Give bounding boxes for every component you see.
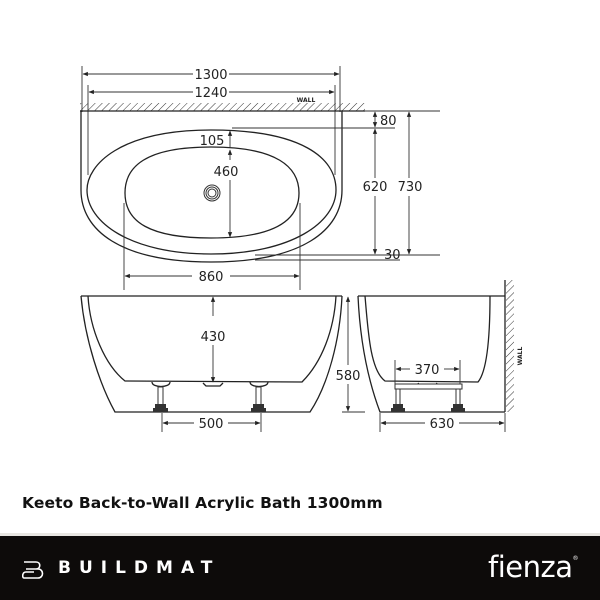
fienza-wordmark: fienza [488,550,573,584]
bath-basin-plan [124,146,300,239]
fienza-brand: fienza® [488,550,578,584]
plan-view: 1300 1240 WALL 105 460 [80,66,440,290]
bath-rim-plan [86,129,337,255]
product-title: Keeto Back-to-Wall Acrylic Bath 1300mm [22,494,383,512]
dim-label-80: 80 [380,114,397,129]
wall-label-top: WALL [297,97,316,104]
dim-label-1240: 1240 [194,86,227,101]
buildmat-brand: BUILDMAT [58,558,221,578]
footer-banner: BUILDMAT fienza® [0,533,600,600]
dim-label-30: 30 [384,248,401,263]
dim-label-500: 500 [199,417,224,432]
bath-interior-side [364,295,491,383]
dim-label-370: 370 [415,363,440,378]
wall-hatch [80,103,365,111]
dim-label-730: 730 [398,180,423,195]
dim-label-105: 105 [200,134,225,149]
dim-label-630: 630 [430,417,455,432]
side-view: WALL 370 630 [357,280,524,432]
leg-right [249,381,269,412]
technical-drawing: 1300 1240 WALL 105 460 [80,66,524,432]
dim-label-460: 460 [214,165,239,180]
dim-label-1300: 1300 [194,68,227,83]
bath-outline-plan [80,111,343,263]
dim-label-580: 580 [336,369,361,384]
waste-outlet-icon [203,184,221,202]
wall-label-side: WALL [517,347,524,366]
dim-label-620: 620 [363,180,388,195]
buildmat-logo-icon [22,561,44,579]
bath-shell-front [80,295,343,413]
front-view: 430 580 500 [80,295,365,432]
dim-label-860: 860 [199,270,224,285]
leg-frame [391,383,465,412]
dim-overall-width: 1300 [82,68,340,83]
dim-label-430: 430 [201,330,226,345]
wall-hatch-side [506,280,514,412]
leg-left [151,381,171,412]
bath-shell-side [357,295,505,413]
registered-mark: ® [572,555,579,562]
dim-inner-width: 1240 [88,86,335,101]
